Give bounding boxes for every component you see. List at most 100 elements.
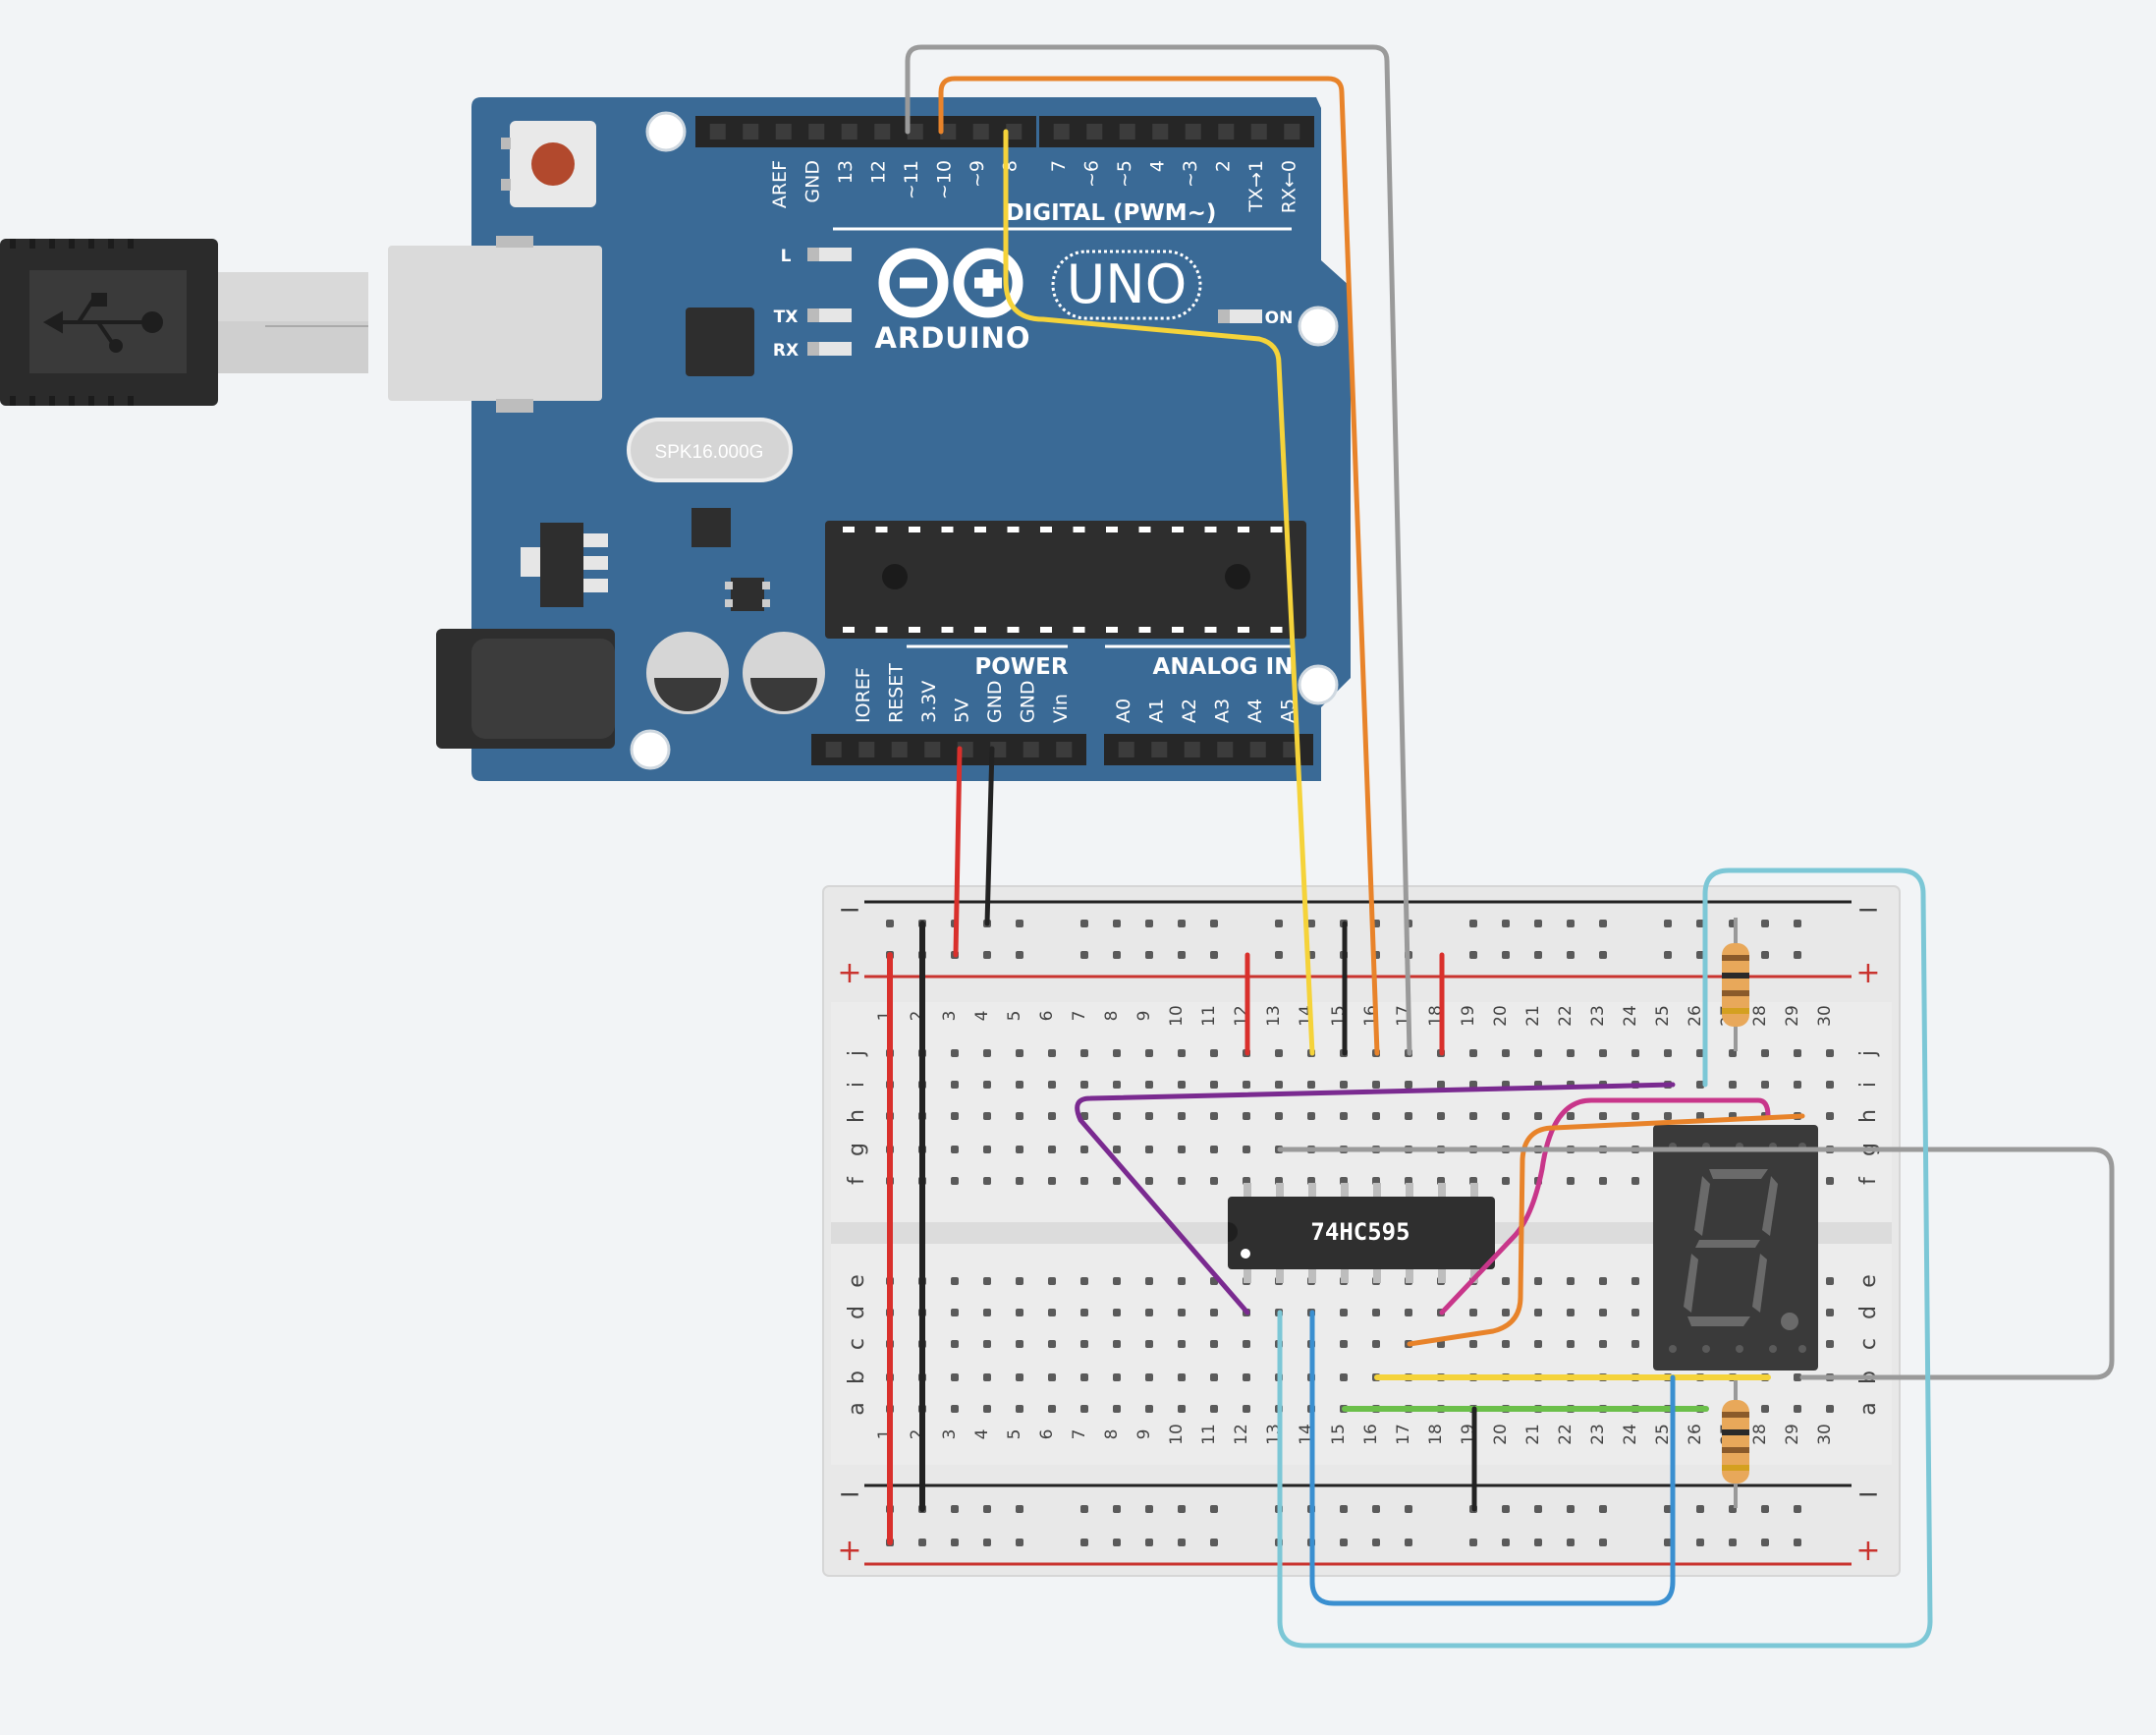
header-pin[interactable] — [841, 124, 857, 140]
usb-chip — [686, 308, 754, 376]
row-label: d — [1856, 1306, 1881, 1319]
pin-label: RESET — [886, 663, 908, 723]
row-label: a — [845, 1402, 869, 1415]
digital-header-right[interactable] — [1039, 116, 1314, 147]
header-pin[interactable] — [1053, 124, 1070, 140]
usb-cable[interactable] — [0, 239, 368, 406]
pin-label: ~9 — [967, 160, 988, 188]
header-pin[interactable] — [1118, 742, 1134, 757]
header-pin[interactable] — [1151, 742, 1168, 757]
column-label: 24 — [1621, 1005, 1640, 1027]
ic-74hc595[interactable]: 74HC595 — [1228, 1183, 1495, 1283]
analog-header[interactable] — [1104, 734, 1313, 765]
column-label: 4 — [972, 1429, 992, 1440]
column-label: 6 — [1037, 1011, 1057, 1022]
header-pin[interactable] — [808, 124, 825, 140]
wire-gray-loop[interactable] — [1277, 1147, 2115, 1380]
row-label: a — [1856, 1402, 1881, 1415]
column-label: 5 — [1005, 1429, 1024, 1440]
pin-label: 3.3V — [918, 681, 940, 723]
pin-label: IOREF — [853, 667, 874, 723]
pin-label: 5V — [952, 699, 973, 723]
header-pin[interactable] — [924, 742, 941, 757]
wire-purple[interactable] — [1075, 1082, 1676, 1315]
header-pin[interactable] — [1006, 124, 1023, 140]
wire-magenta[interactable] — [1439, 1097, 1771, 1315]
mounting-hole — [630, 729, 671, 770]
pin-label: ~11 — [901, 160, 922, 199]
display-segments — [1684, 1169, 1798, 1330]
column-label: 9 — [1134, 1429, 1154, 1440]
usb-port — [388, 236, 602, 413]
wire-cyan[interactable] — [1277, 868, 1933, 1649]
column-label: 24 — [1621, 1424, 1640, 1445]
header-pin[interactable] — [825, 742, 842, 757]
header-pin[interactable] — [1284, 124, 1300, 140]
row-label: g — [845, 1143, 869, 1156]
header-pin[interactable] — [1086, 124, 1103, 140]
header-pin[interactable] — [858, 742, 875, 757]
wire-blue[interactable] — [1309, 1310, 1676, 1606]
led-tx — [807, 308, 852, 322]
wire-orange-pin10[interactable] — [938, 76, 1380, 1056]
header-pin[interactable] — [1217, 742, 1234, 757]
wires[interactable] — [887, 44, 2115, 1649]
header-pin[interactable] — [907, 124, 923, 140]
column-label: 3 — [940, 1011, 960, 1022]
arduino-brand: ARDUINO — [874, 321, 1030, 355]
rail-plus-label: + — [1855, 956, 1880, 990]
header-pin[interactable] — [709, 124, 726, 140]
header-pin[interactable] — [1185, 124, 1201, 140]
column-label: 30 — [1815, 1005, 1835, 1027]
wire-black-gnd[interactable] — [984, 746, 995, 926]
column-label: 22 — [1556, 1005, 1576, 1027]
column-label: 21 — [1523, 1005, 1543, 1027]
reset-button[interactable] — [501, 121, 596, 207]
wire-yellow-pin8[interactable] — [1003, 129, 1315, 1056]
resistor-bottom[interactable] — [1722, 1380, 1749, 1508]
column-label: 2 — [908, 1429, 927, 1440]
header-pin[interactable] — [1250, 124, 1267, 140]
header-pin[interactable] — [874, 124, 891, 140]
column-label: 11 — [1199, 1005, 1219, 1027]
header-pin[interactable] — [1023, 742, 1039, 757]
pin-label: 2 — [1213, 160, 1235, 172]
power-header[interactable] — [811, 734, 1086, 765]
header-pin[interactable] — [1184, 742, 1200, 757]
wire-gray-pin11[interactable] — [905, 44, 1412, 1056]
seven-segment-display[interactable] — [1653, 1125, 1818, 1371]
column-label: 19 — [1459, 1005, 1478, 1027]
row-label: f — [1856, 1176, 1881, 1185]
atmega-microcontroller — [825, 521, 1306, 639]
column-label: 3 — [940, 1429, 960, 1440]
header-pin[interactable] — [1218, 124, 1235, 140]
column-label: 2 — [908, 1011, 927, 1022]
header-pin[interactable] — [775, 124, 792, 140]
header-pin[interactable] — [1283, 742, 1299, 757]
header-pin[interactable] — [743, 124, 759, 140]
pin-label: 4 — [1147, 160, 1169, 172]
header-pin[interactable] — [972, 124, 989, 140]
svg-text:SPK16.000G: SPK16.000G — [655, 442, 764, 463]
wire-red-5v[interactable] — [953, 746, 963, 958]
column-label: 1 — [875, 1011, 895, 1022]
led-l-label: L — [781, 247, 792, 266]
arduino-uno-board[interactable]: L TX RX ON ARDUINO UNO SPK16.000G — [388, 97, 1351, 781]
pin-label: GND — [984, 680, 1006, 723]
uno-label: UNO — [1067, 253, 1187, 315]
header-pin[interactable] — [1249, 742, 1266, 757]
header-pin[interactable] — [1056, 742, 1073, 757]
pin-label: TX→1 — [1245, 160, 1267, 213]
digital-header-left[interactable] — [695, 116, 1036, 147]
resistor-top[interactable] — [1722, 918, 1749, 1051]
pin-label: GND — [1018, 680, 1039, 723]
capacitor — [743, 632, 825, 714]
column-label: 25 — [1653, 1424, 1673, 1445]
header-pin[interactable] — [891, 742, 908, 757]
column-label: 12 — [1232, 1424, 1251, 1445]
header-pin[interactable] — [1152, 124, 1169, 140]
wire-orange-short[interactable] — [1407, 1113, 1805, 1347]
header-pin[interactable] — [940, 124, 957, 140]
header-pin[interactable] — [1119, 124, 1135, 140]
